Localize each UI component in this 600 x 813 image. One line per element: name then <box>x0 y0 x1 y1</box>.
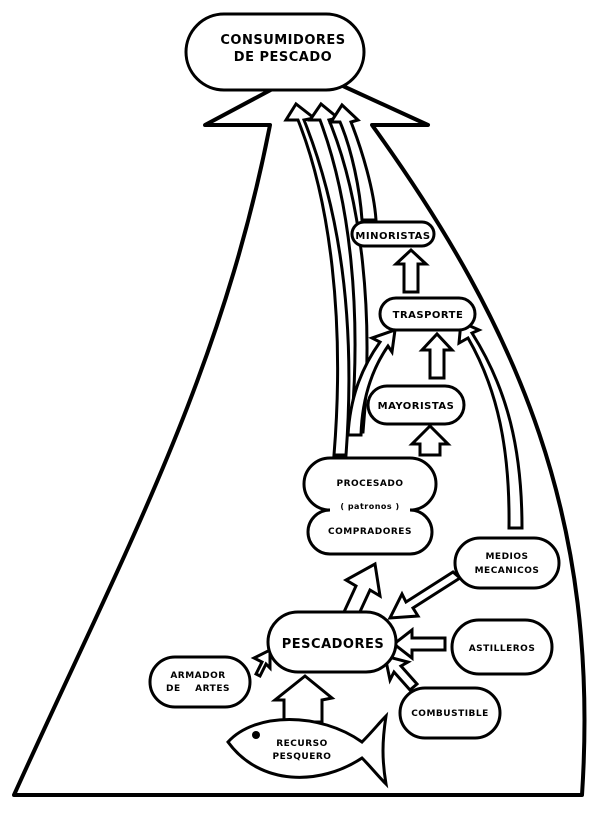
arrow-medios-pescadores <box>387 570 463 620</box>
arrow-procesado-mayoristas <box>408 423 452 457</box>
minoristas-label: MINORISTAS <box>355 231 430 242</box>
node-armador-artes: ARMADOR DE ARTES <box>148 655 252 709</box>
armador-line2: DE ARTES <box>166 684 230 694</box>
node-recurso-pesquero: RECURSO PESQUERO <box>226 711 389 789</box>
arrow-recurso-pescadores <box>270 674 336 724</box>
pescadores-label: PESCADORES <box>282 637 384 652</box>
node-procesado-compradores: PROCESADO ( patronos ) COMPRADORES <box>302 456 438 556</box>
arrow-mayoristas-trasporte <box>418 331 456 380</box>
patronos-label: ( patronos ) <box>340 502 399 511</box>
node-combustible: COMBUSTIBLE <box>398 686 502 740</box>
compradores-label: COMPRADORES <box>328 527 412 537</box>
arrow-minoristas-consumidores <box>328 102 378 222</box>
recurso-line2: PESQUERO <box>273 752 332 762</box>
node-pescadores: PESCADORES <box>266 610 398 674</box>
funnel-outline <box>12 68 587 797</box>
arrow-combustible-pescadores <box>383 653 420 693</box>
consumidores-line1: CONSUMIDORES <box>220 33 345 48</box>
node-minoristas: MINORISTAS <box>350 220 436 248</box>
short-arrows <box>250 247 463 724</box>
combustible-label: COMBUSTIBLE <box>411 709 489 719</box>
armador-line1: ARMADOR <box>170 671 225 681</box>
long-arrows <box>283 101 524 530</box>
fish-eye-icon <box>252 731 260 739</box>
medios-line1: MEDIOS <box>485 552 528 562</box>
fish-icon <box>226 711 389 789</box>
procesado-label: PROCESADO <box>337 479 404 489</box>
recurso-line1: RECURSO <box>276 739 328 749</box>
node-mayoristas: MAYORISTAS <box>366 384 466 426</box>
arrow-astilleros-pescadores <box>391 626 447 662</box>
arrow-procesado-consumidores <box>283 101 351 457</box>
astilleros-label: ASTILLEROS <box>469 644 536 654</box>
mayoristas-label: MAYORISTAS <box>378 401 455 412</box>
node-medios-mecanicos: MEDIOS MECANICOS <box>453 536 561 590</box>
medios-line2: MECANICOS <box>475 566 540 576</box>
arrow-trasporte-minoristas <box>392 247 430 294</box>
node-trasporte: TRASPORTE <box>378 296 477 332</box>
trasporte-label: TRASPORTE <box>393 310 464 321</box>
node-astilleros: ASTILLEROS <box>450 618 554 676</box>
node-consumidores: CONSUMIDORES DE PESCADO <box>184 12 366 92</box>
arrow-armador-pescadores <box>250 647 272 679</box>
consumidores-line2: DE PESCADO <box>234 50 332 65</box>
